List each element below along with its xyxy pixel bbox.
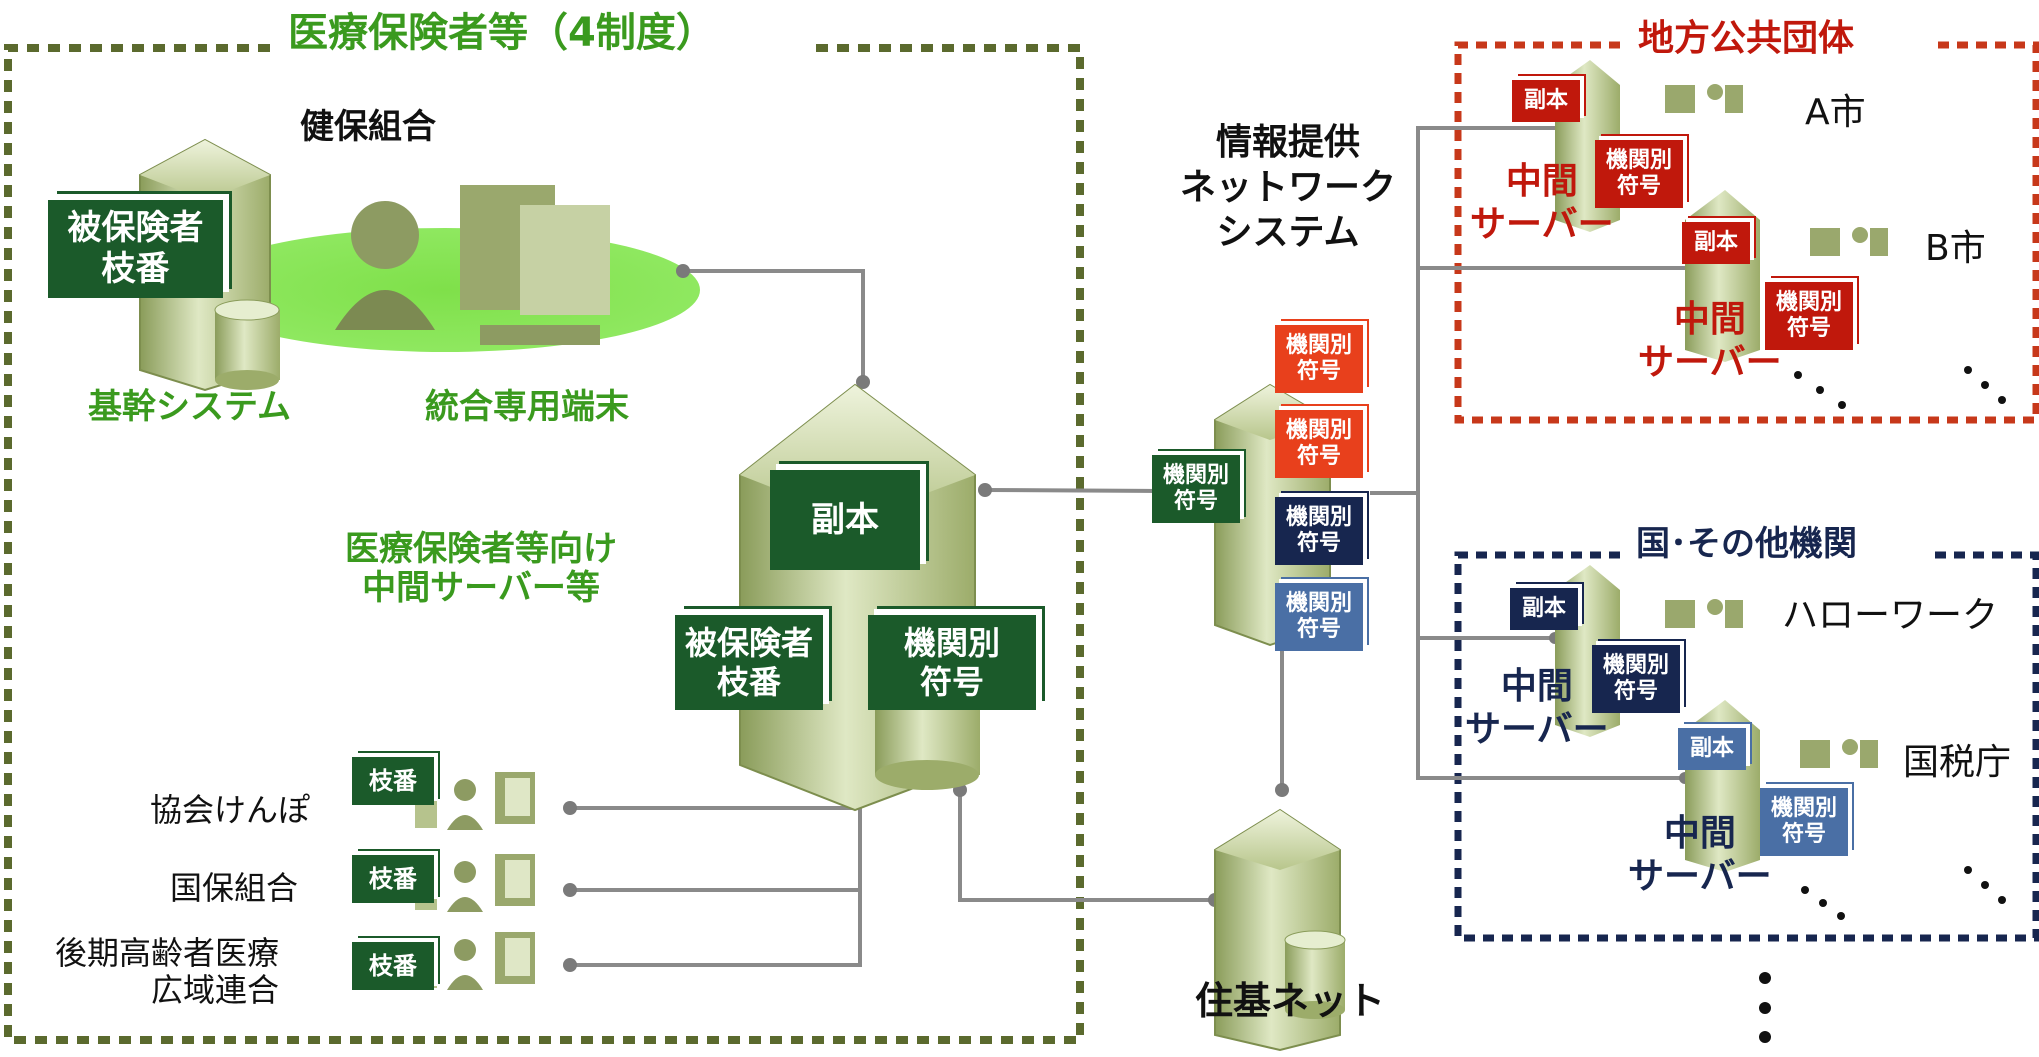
togo-terminal-label: 統合専用端末 xyxy=(425,387,629,427)
mid-server-label: 中間 サーバー xyxy=(1628,813,1772,898)
org-code-badge: 機関別 符号 xyxy=(1275,325,1363,393)
national-title: 国･その他機関 xyxy=(1628,524,1865,565)
computer-icon xyxy=(460,185,610,345)
juki-net-label: 住基ネット xyxy=(1195,979,1386,1023)
org-code-badge: 機関別 符号 xyxy=(1275,497,1363,565)
database-icon xyxy=(1284,930,1346,1019)
copy-badge: 副本 xyxy=(1678,728,1746,770)
connectors xyxy=(570,126,1700,967)
city-label: A市 xyxy=(1805,92,1866,133)
insured-branch-badge: 被保険者 枝番 xyxy=(675,615,823,710)
ellipsis-dots xyxy=(1759,366,2006,1043)
database-icon xyxy=(214,299,280,390)
org-code-badge: 機関別 符号 xyxy=(1595,140,1683,208)
kikan-system-label: 基幹システム xyxy=(88,387,291,427)
org-code-badge: 機関別 符号 xyxy=(1765,282,1853,350)
network-system-label: 情報提供 ネットワーク システム xyxy=(1180,122,1397,253)
branch-badge: 枝番 xyxy=(352,855,434,903)
copy-badge: 副本 xyxy=(770,470,920,570)
local-gov-border xyxy=(1454,41,2039,424)
insurer-label: 国保組合 xyxy=(170,869,299,907)
medical-group-title: 医療保険者等（4制度） xyxy=(280,10,724,56)
copy-badge: 副本 xyxy=(1682,222,1750,264)
org-code-badge: 機関別 符号 xyxy=(1152,455,1240,523)
national-border xyxy=(1454,551,2039,942)
insurer-label: 協会けんぽ xyxy=(150,791,311,829)
insured-branch-badge: 被保険者 枝番 xyxy=(48,200,223,298)
kenpo-label: 健保組合 xyxy=(300,107,436,147)
copy-badge: 副本 xyxy=(1512,80,1580,122)
workstation-icon xyxy=(1665,84,1888,768)
branch-badge: 枝番 xyxy=(352,942,434,990)
org-code-badge: 機関別 符号 xyxy=(1592,645,1680,713)
copy-badge: 副本 xyxy=(1510,588,1578,630)
branch-badge: 枝番 xyxy=(352,757,434,805)
user-icon xyxy=(335,201,435,330)
agency-label: 国税庁 xyxy=(1903,742,2012,783)
insurer-label: 後期高齢者医療 広域連合 xyxy=(55,934,280,1009)
org-code-badge: 機関別 符号 xyxy=(1275,410,1363,478)
org-code-badge: 機関別 符号 xyxy=(1275,583,1363,651)
local-gov-title: 地方公共団体 xyxy=(1630,18,1863,60)
mid-server-label: 中間 サーバー xyxy=(1638,299,1782,384)
connector-dots xyxy=(563,122,1706,972)
city-label: B市 xyxy=(1925,228,1986,269)
agency-label: ハローワーク xyxy=(1782,595,1999,636)
org-code-badge: 機関別 符号 xyxy=(868,615,1036,710)
mid-server-label: 中間 サーバー xyxy=(1470,161,1614,246)
mid-server-label: 中間 サーバー xyxy=(1465,666,1609,751)
mid-server-label: 医療保険者等向け 中間サーバー等 xyxy=(345,529,617,609)
org-code-badge: 機関別 符号 xyxy=(1760,788,1848,856)
medical-group-border xyxy=(4,44,1084,1044)
